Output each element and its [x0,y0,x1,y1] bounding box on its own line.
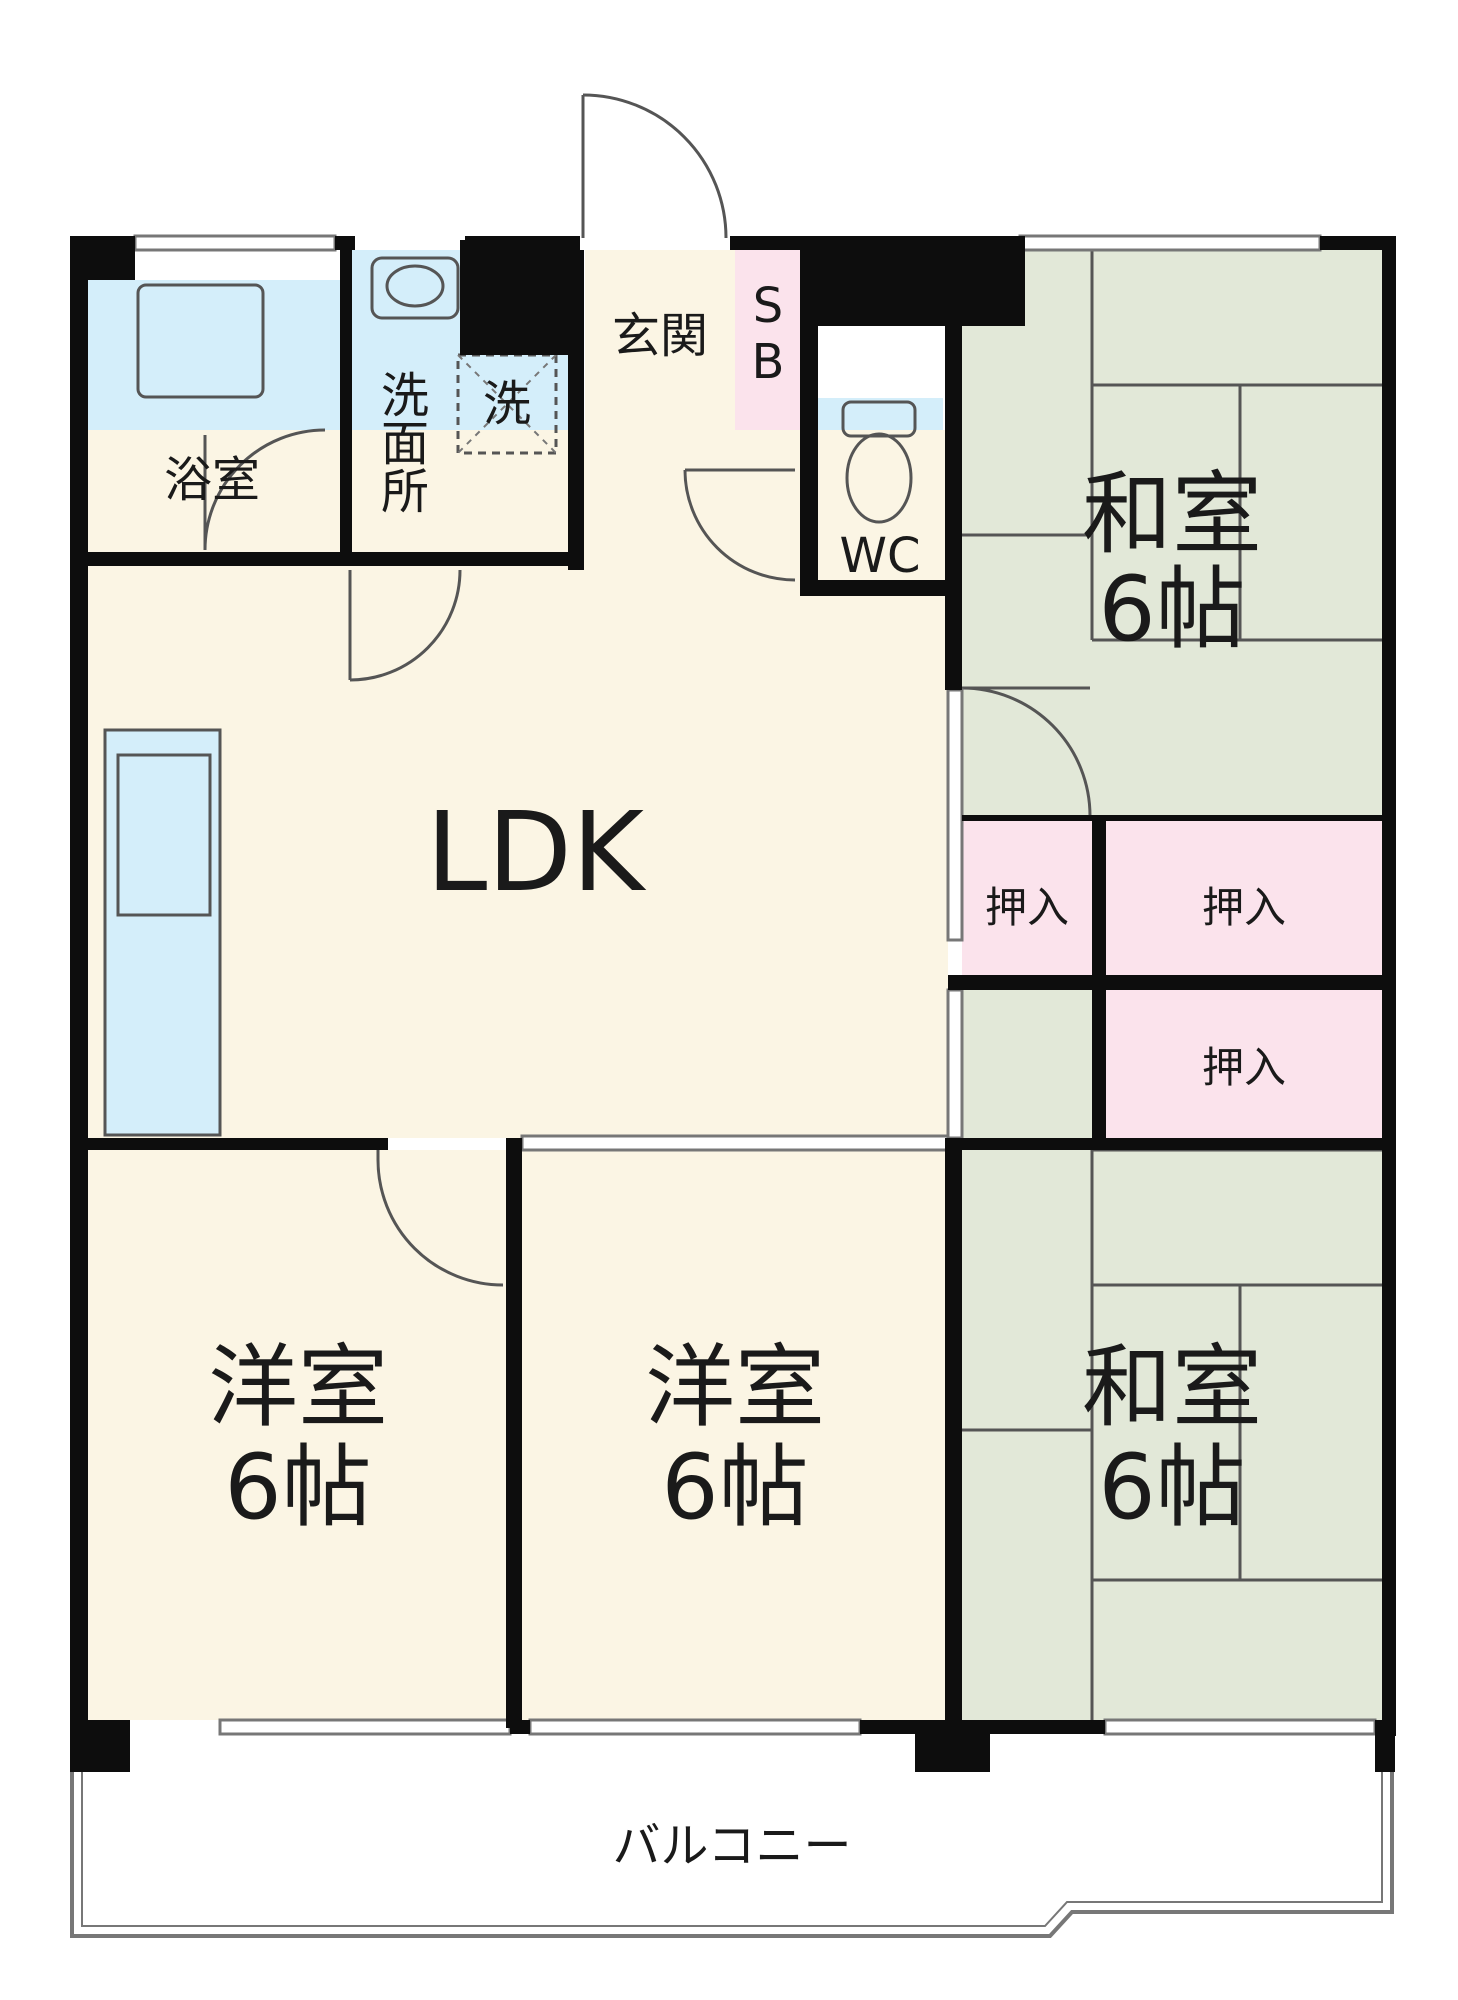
label-washroom: 洗 面 所 [381,368,429,520]
label-balcony: バルコニー [612,1818,851,1874]
bathtub [136,283,265,399]
label-washitsu-top-2: 6帖 [1098,557,1245,662]
svg-text:面: 面 [381,416,429,472]
windows [70,234,1377,1736]
kitchen-counter [103,728,222,1137]
entrance-floor [585,250,735,430]
closet-1-floor [962,815,1092,980]
toilet-bowl [845,432,913,524]
door-arcs [203,93,1092,1287]
label-closet-2: 押入 [1202,883,1286,932]
label-yoshitsu-mid-1: 洋室 [645,1335,825,1440]
label-washer: 洗 [483,376,531,432]
closet-3-floor [1106,990,1382,1138]
label-bath: 浴室 [164,452,260,508]
label-closet-3: 押入 [1202,1043,1286,1092]
toilet-tank [841,400,917,438]
label-toilet: WC [840,528,921,584]
washitsu-top-floor [962,250,1382,815]
svg-text:B: B [752,334,785,390]
shoebox-floor [735,250,800,430]
yoshitsu-mid-floor [522,1150,948,1720]
washbasin-bowl [385,264,445,308]
label-ldk: LDK [426,788,647,916]
label-shoebox: S B [752,278,785,390]
balcony-rail [81,1772,1383,1927]
label-entrance: 玄関 [612,308,708,364]
svg-text:S: S [753,278,783,334]
label-yoshitsu-left-1: 洋室 [208,1335,388,1440]
yoshitsu-left-floor [88,1150,510,1720]
label-yoshitsu-left-2: 6帖 [224,1435,371,1540]
kitchen-sink [116,753,212,917]
label-closet-1: 押入 [985,883,1069,932]
label-yoshitsu-mid-2: 6帖 [661,1435,808,1540]
tatami-grid-top [962,250,1382,642]
washbasin [370,256,460,320]
svg-text:所: 所 [381,464,429,520]
balcony-outline [70,1772,1394,1938]
closet-2-floor [1106,815,1382,980]
label-washitsu-top-1: 和室 [1082,462,1262,567]
svg-text:洗: 洗 [381,368,429,424]
washitsu-mid-floor [962,990,1092,1138]
washitsu-bottom-floor [962,1150,1382,1720]
walls [70,236,1396,1772]
label-washitsu-bottom-1: 和室 [1082,1335,1262,1440]
label-washitsu-bottom-2: 6帖 [1098,1435,1245,1540]
